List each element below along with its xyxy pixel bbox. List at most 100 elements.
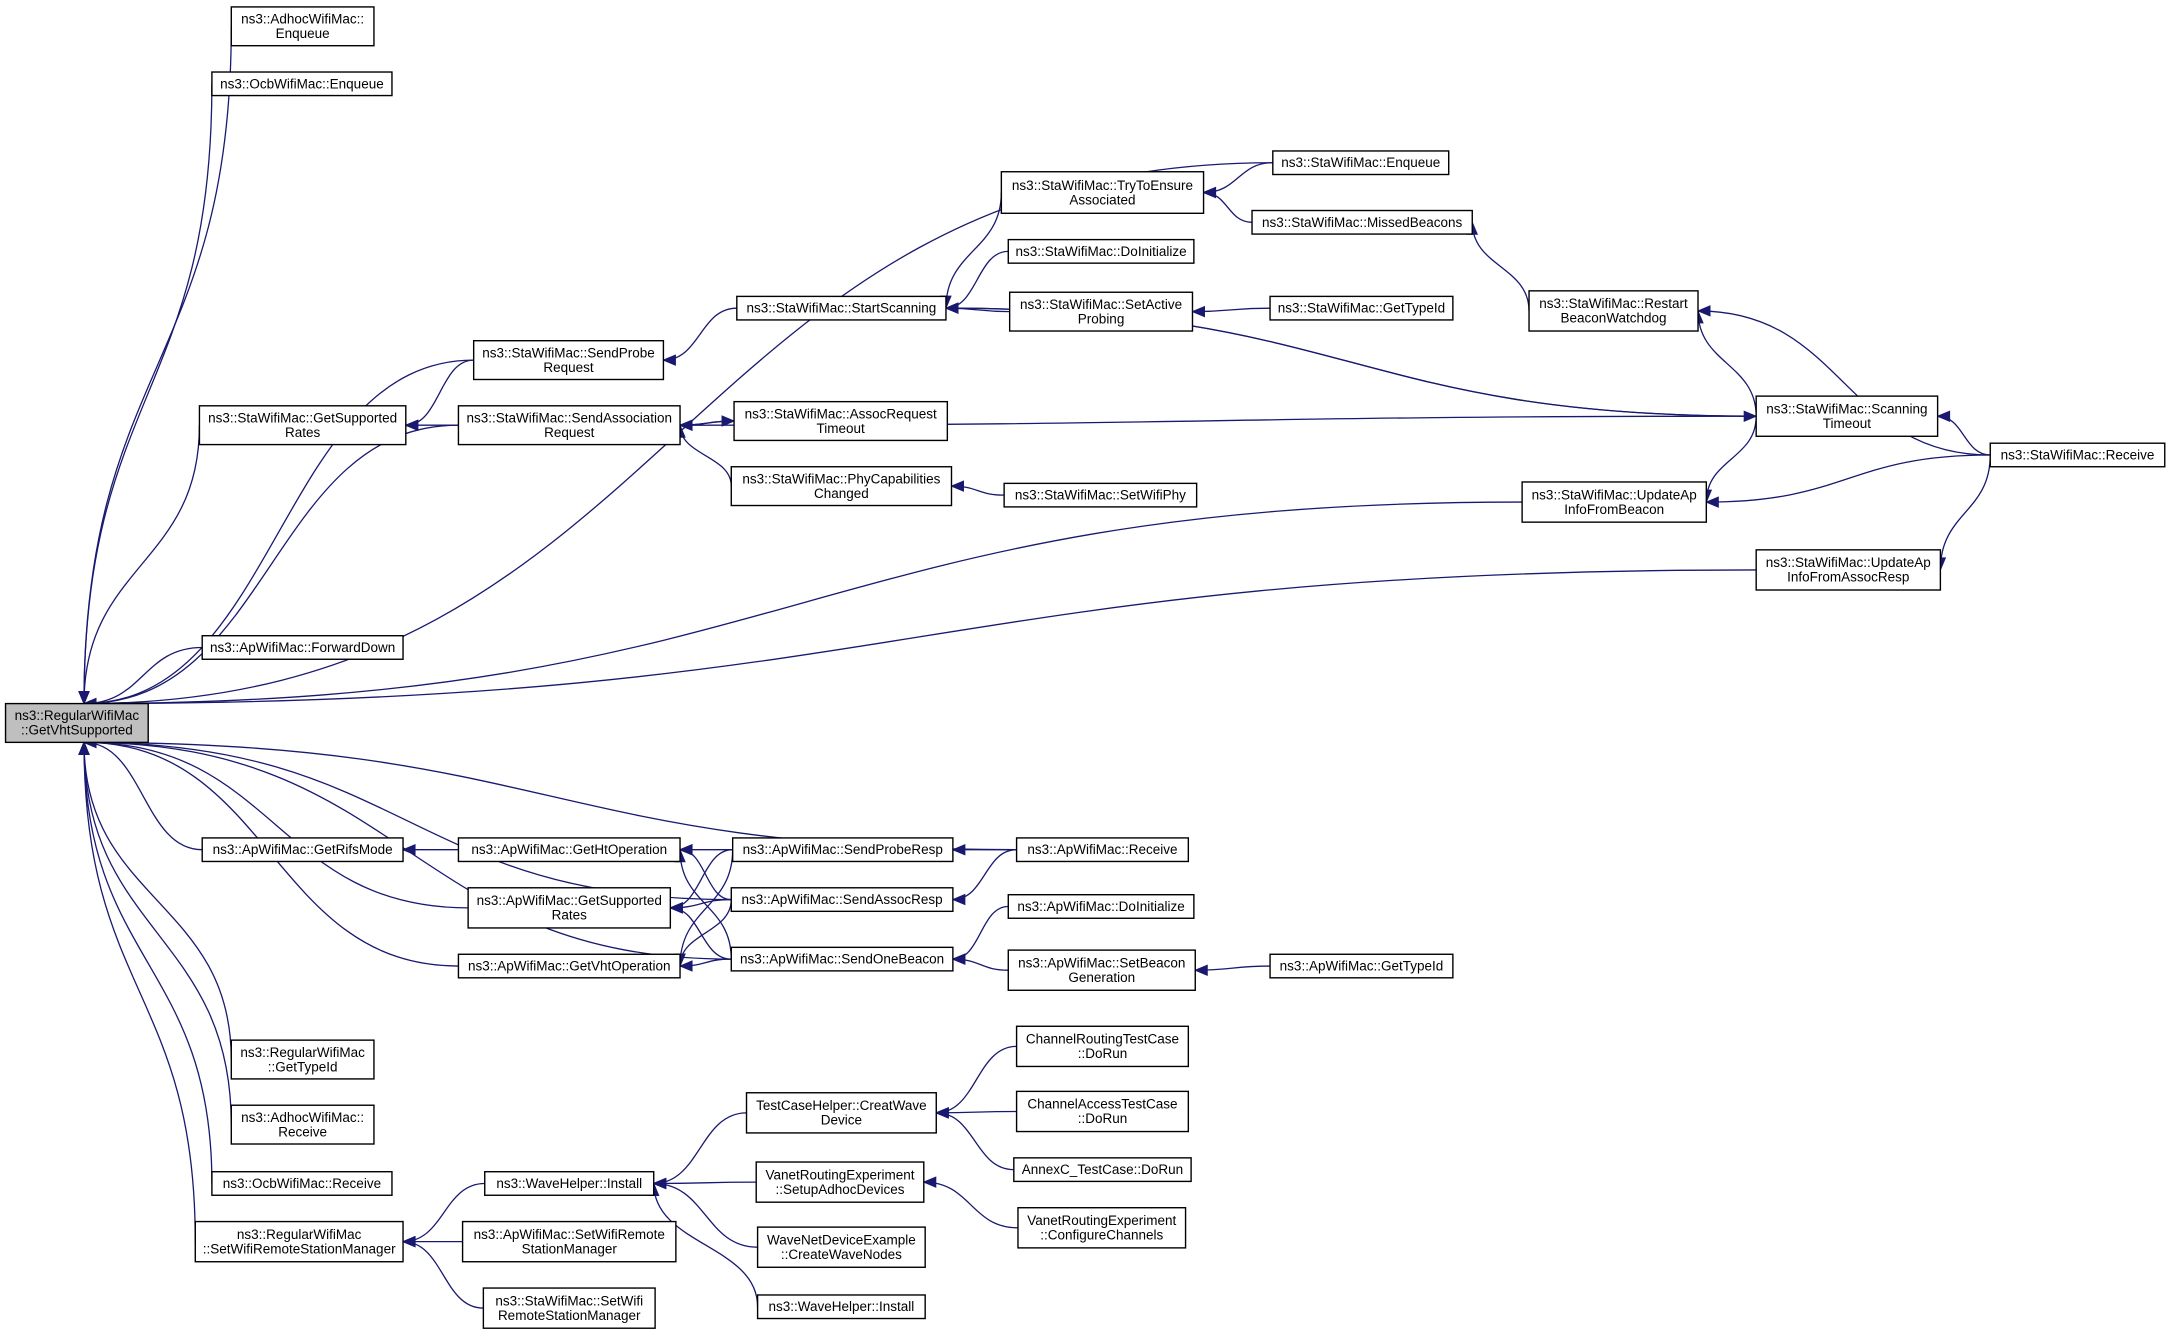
node-label: ::GetTypeId — [268, 1059, 338, 1074]
node-box — [1269, 953, 1454, 979]
node-box — [457, 953, 681, 979]
node-box — [1015, 1025, 1190, 1068]
edge-arrowhead — [934, 1107, 949, 1119]
node-label: ns3::StaWifiMac::SetActive — [1020, 297, 1182, 312]
node-ap-forwarddown[interactable]: ns3::ApWifiMac::ForwardDown — [201, 635, 404, 660]
node-sta-receive[interactable]: ns3::StaWifiMac::Receive — [1989, 442, 2166, 468]
edge-arrowhead — [1705, 496, 1719, 508]
edge-chrouting-dorun-to-tch-createwave — [934, 1045, 1017, 1119]
node-label: ns3::ApWifiMac::SendProbeResp — [743, 842, 943, 857]
node-box — [731, 837, 954, 863]
node-box — [1017, 1207, 1187, 1249]
node-label: Device — [821, 1113, 862, 1128]
node-box — [461, 1220, 677, 1263]
node-ap-getrifsmode[interactable]: ns3::ApWifiMac::GetRifsMode — [201, 837, 404, 863]
edge-ap-receive-to-ap-sendassocresp — [951, 849, 1017, 906]
node-chrouting-dorun[interactable]: ChannelRoutingTestCase::DoRun — [1015, 1025, 1190, 1068]
node-label: ns3::OcbWifiMac::Receive — [223, 1176, 381, 1191]
node-sta-setwifiphy[interactable]: ns3::StaWifiMac::SetWifiPhy — [1003, 482, 1198, 508]
edge-line — [1203, 191, 1253, 223]
edge-arrowhead — [78, 741, 90, 755]
node-adhoc-enqueue[interactable]: ns3::AdhocWifiMac::Enqueue — [230, 6, 375, 47]
node-label: Rates — [285, 425, 321, 440]
node-ap-sendassocresp[interactable]: ns3::ApWifiMac::SendAssocResp — [730, 887, 954, 913]
node-ap-sendproberesp[interactable]: ns3::ApWifiMac::SendProbeResp — [731, 837, 954, 863]
edge-ap-sendassocresp-to-ap-getvhtop — [674, 899, 732, 968]
node-annexc-dorun[interactable]: AnnexC_TestCase::DoRun — [1013, 1157, 1192, 1183]
node-reg-setwrsm[interactable]: ns3::RegularWifiMac::SetWifiRemoteStatio… — [194, 1220, 404, 1263]
node-ap-receive[interactable]: ns3::ApWifiMac::Receive — [1015, 837, 1190, 863]
edge-annexc-dorun-to-tch-createwave — [934, 1107, 1014, 1171]
node-label: ns3::ApWifiMac::Receive — [1027, 842, 1177, 857]
node-wave-install2[interactable]: ns3::WaveHelper::Install — [756, 1294, 926, 1320]
edge-line — [1697, 310, 1757, 417]
node-box — [467, 887, 672, 929]
node-ocb-enqueue[interactable]: ns3::OcbWifiMac::Enqueue — [211, 71, 393, 97]
node-box — [211, 71, 393, 97]
node-vanet-configchannels[interactable]: VanetRoutingExperiment::ConfigureChannel… — [1017, 1207, 1187, 1249]
edge-line — [83, 742, 232, 1060]
node-sta-missedbeacons[interactable]: ns3::StaWifiMac::MissedBeacons — [1251, 209, 1473, 235]
node-label: StationManager — [522, 1241, 618, 1256]
node-ap-doinit[interactable]: ns3::ApWifiMac::DoInitialize — [1007, 894, 1195, 919]
node-wavenet-createnodes[interactable]: WaveNetDeviceExample::CreateWaveNodes — [756, 1226, 926, 1268]
node-ocb-receive[interactable]: ns3::OcbWifiMac::Receive — [211, 1171, 393, 1196]
edge-ap-setbeacongen-to-ap-sendonebeacon — [951, 953, 1009, 971]
edge-adhoc-receive-to-root — [78, 741, 232, 1125]
edge-line — [83, 742, 232, 1125]
edge-line — [936, 1045, 1017, 1114]
edge-sta-receive-to-sta-updateapassoc — [1934, 454, 1991, 572]
node-ap-setwrsm[interactable]: ns3::ApWifiMac::SetWifiRemoteStationMana… — [461, 1220, 677, 1263]
node-ap-gethtop[interactable]: ns3::ApWifiMac::GetHtOperation — [457, 837, 681, 863]
edge-line — [84, 501, 1523, 705]
node-label: BeaconWatchdog — [1560, 311, 1666, 326]
node-sta-enqueue[interactable]: ns3::StaWifiMac::Enqueue — [1272, 150, 1450, 176]
node-sta-gettypeid[interactable]: ns3::StaWifiMac::GetTypeId — [1269, 295, 1454, 321]
node-vanet-setupadhoc[interactable]: VanetRoutingExperiment::SetupAdhocDevice… — [755, 1161, 925, 1203]
node-sta-startscanning[interactable]: ns3::StaWifiMac::StartScanning — [736, 295, 947, 321]
node-ap-sendonebeacon[interactable]: ns3::ApWifiMac::SendOneBeacon — [730, 946, 954, 972]
node-ap-getvhtop[interactable]: ns3::ApWifiMac::GetVhtOperation — [457, 953, 681, 979]
node-reg-gettypeid[interactable]: ns3::RegularWifiMac::GetTypeId — [230, 1039, 375, 1080]
node-label: ns3::StaWifiMac::UpdateAp — [1532, 487, 1697, 502]
node-label: ChannelAccessTestCase — [1027, 1097, 1177, 1112]
node-box — [230, 6, 375, 47]
node-label: VanetRoutingExperiment — [765, 1167, 914, 1182]
edge-sta-sendassoc-to-sta-getsuppratesrates — [404, 419, 459, 431]
node-adhoc-receive[interactable]: ns3::AdhocWifiMac::Receive — [230, 1104, 375, 1145]
node-box — [457, 405, 681, 446]
node-label: Changed — [814, 486, 869, 501]
node-label: InfoFromBeacon — [1564, 502, 1664, 517]
node-chaccess-dorun[interactable]: ChannelAccessTestCase::DoRun — [1015, 1090, 1190, 1133]
node-box — [730, 946, 954, 972]
edge-line — [923, 1181, 1018, 1229]
node-box — [1755, 549, 1942, 591]
node-box — [1007, 238, 1195, 264]
node-wave-install1[interactable]: ns3::WaveHelper::Install — [484, 1171, 655, 1196]
edge-line — [679, 849, 732, 960]
node-ap-gettypeid[interactable]: ns3::ApWifiMac::GetTypeId — [1269, 953, 1454, 979]
node-root[interactable]: ns3::RegularWifiMac::GetVhtSupported — [4, 702, 149, 744]
node-label: Request — [543, 360, 594, 375]
node-label: Generation — [1068, 970, 1135, 985]
edge-sta-getsuppratesrates-to-root — [78, 425, 201, 705]
node-sta-doinit[interactable]: ns3::StaWifiMac::DoInitialize — [1007, 238, 1195, 264]
node-label: TestCaseHelper::CreatWave — [756, 1098, 927, 1113]
node-box — [756, 1294, 926, 1320]
node-sta-updateapassoc[interactable]: ns3::StaWifiMac::UpdateApInfoFromAssocRe… — [1755, 549, 1942, 591]
node-sta-setwrsm[interactable]: ns3::StaWifiMac::SetWifiRemoteStationMan… — [482, 1287, 656, 1329]
